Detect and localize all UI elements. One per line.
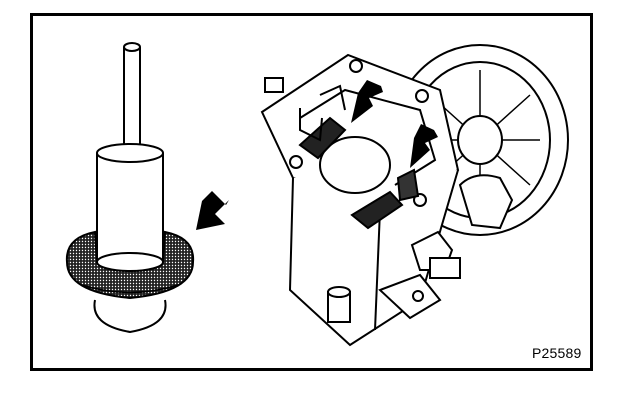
figure-code: P25589 xyxy=(532,345,582,361)
arrow-icon xyxy=(196,191,229,230)
arrow-icon xyxy=(351,80,383,123)
seal-installer-tool xyxy=(96,42,164,262)
motor-housing xyxy=(260,44,569,347)
arrow-icon xyxy=(410,124,438,168)
oil-seal xyxy=(65,230,195,334)
